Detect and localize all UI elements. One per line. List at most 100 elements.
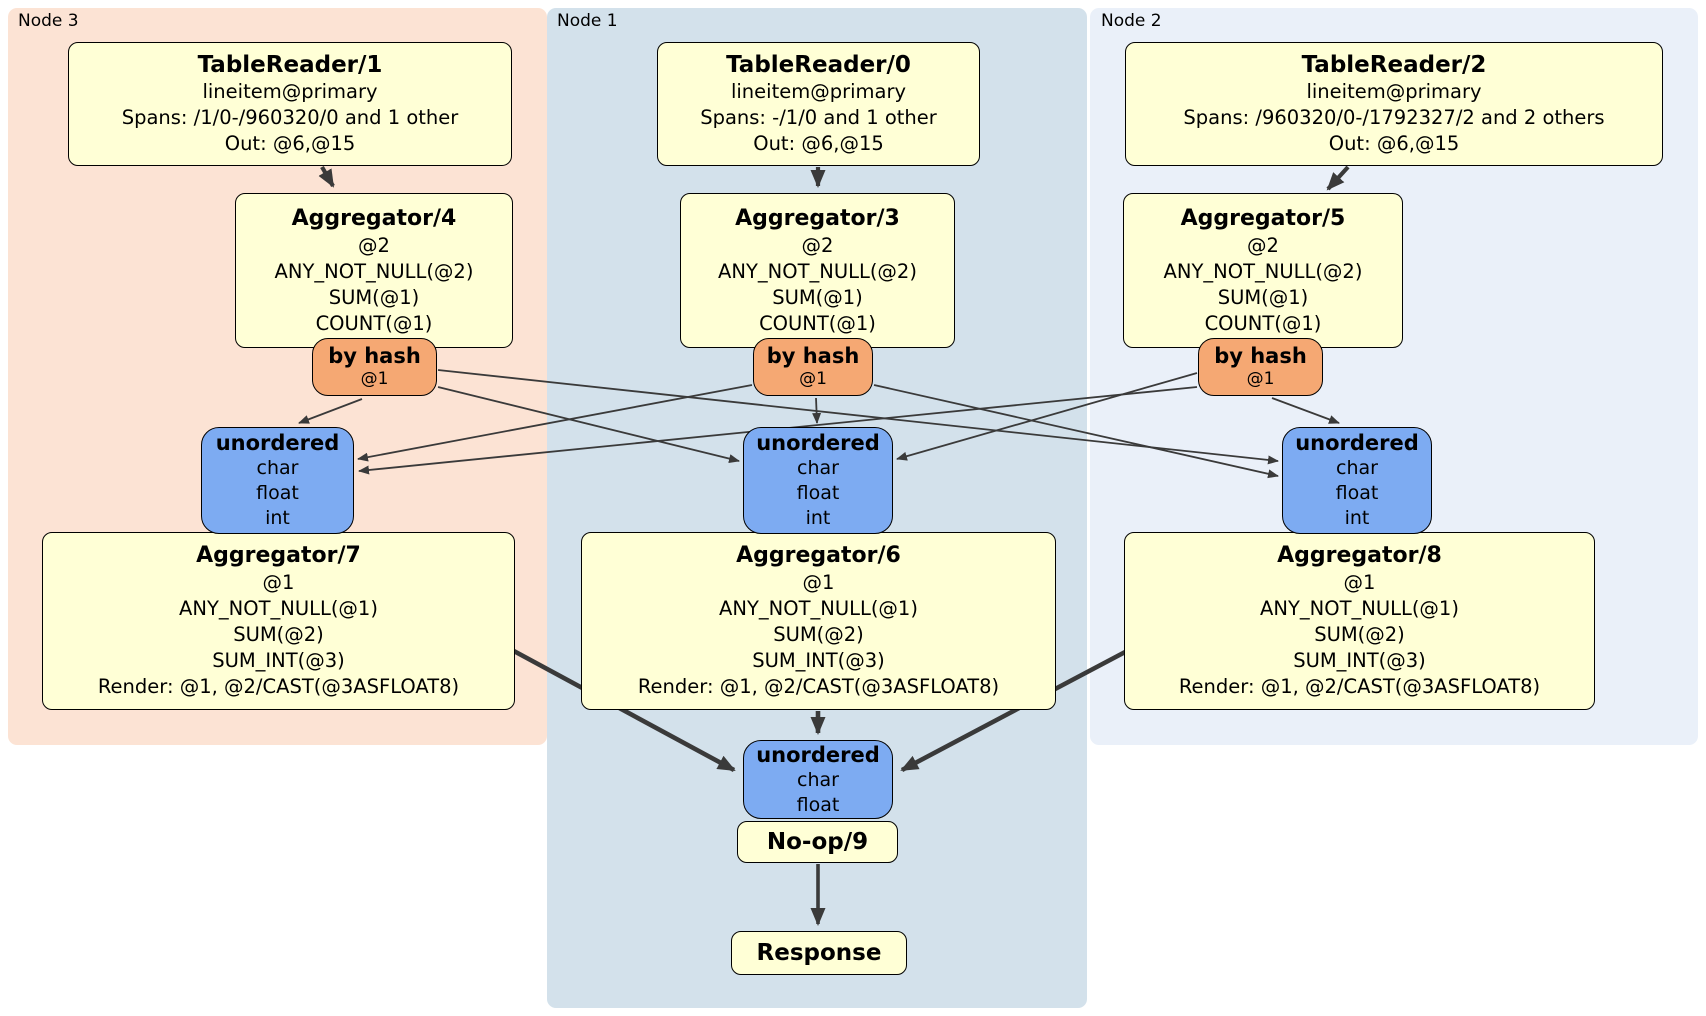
- unordered-sync-node2-title: unordered: [1295, 431, 1419, 455]
- aggregator-3-title: Aggregator/3: [735, 205, 900, 231]
- edge-byhash2-to-sync1: [896, 372, 1198, 461]
- byhash-router-node1-title: by hash: [766, 344, 860, 368]
- unordered-final-sync: unordered char float: [743, 740, 893, 819]
- aggregator-6-title: Aggregator/6: [736, 543, 901, 568]
- sync-col-type: float: [796, 793, 840, 816]
- aggregator-3-fn: ANY_NOT_NULL(@2): [718, 259, 917, 283]
- sync-col-type: int: [1344, 507, 1370, 529]
- edge-byhash3-to-sync1: [437, 386, 740, 463]
- unordered-sync-node3: unordered char float int: [201, 427, 354, 534]
- aggregator-5-fn: SUM(@1): [1217, 285, 1309, 309]
- aggregator-5-fn: COUNT(@1): [1204, 311, 1322, 335]
- tablereader-2-title: TableReader/2: [1301, 52, 1487, 78]
- aggregator-3-fn: SUM(@1): [772, 285, 863, 309]
- sync-col-type: int: [265, 507, 290, 529]
- aggregator-7-render: Render: @1, @2/CAST(@3ASFLOAT8): [97, 675, 460, 698]
- sync-col-type: float: [796, 482, 840, 504]
- edge-byhash3-to-sync2: [437, 369, 1279, 465]
- sync-col-type: char: [1336, 457, 1378, 479]
- response-box: Response: [731, 931, 907, 975]
- node2-label: Node 2: [1101, 11, 1162, 31]
- tablereader-1-title: TableReader/1: [197, 52, 383, 78]
- sync-col-type: float: [256, 482, 299, 504]
- aggregator-7: Aggregator/7 @1 ANY_NOT_NULL(@1) SUM(@2)…: [42, 532, 515, 710]
- aggregator-6-render: Render: @1, @2/CAST(@3ASFLOAT8): [637, 675, 1000, 698]
- aggregator-6-fn: ANY_NOT_NULL(@1): [719, 597, 918, 620]
- noop-processor: No-op/9: [737, 821, 898, 863]
- aggregator-3-fn: COUNT(@1): [759, 311, 876, 335]
- tablereader-0-out: Out: @6,@15: [753, 132, 884, 155]
- tablereader-1: TableReader/1 lineitem@primary Spans: /1…: [68, 42, 512, 166]
- byhash-router-node3: by hash @1: [312, 338, 437, 396]
- sync-col-type: int: [805, 507, 831, 529]
- aggregator-4-group: @2: [358, 233, 390, 257]
- unordered-sync-node1-title: unordered: [756, 431, 880, 455]
- unordered-sync-node1: unordered char float int: [743, 427, 893, 534]
- aggregator-4: Aggregator/4 @2 ANY_NOT_NULL(@2) SUM(@1)…: [235, 193, 513, 348]
- edge-aggregator8-to-final-sync: [900, 648, 1129, 773]
- byhash-router-node3-key: @1: [360, 369, 389, 389]
- aggregator-8: Aggregator/8 @1 ANY_NOT_NULL(@1) SUM(@2)…: [1124, 532, 1595, 710]
- tablereader-0-title: TableReader/0: [726, 52, 911, 78]
- unordered-final-sync-title: unordered: [756, 742, 880, 767]
- byhash-router-node2: by hash @1: [1198, 338, 1323, 396]
- aggregator-4-fn: COUNT(@1): [315, 311, 433, 335]
- tablereader-2-index: lineitem@primary: [1306, 80, 1482, 103]
- sync-col-type: float: [1335, 482, 1379, 504]
- aggregator-5-fn: ANY_NOT_NULL(@2): [1163, 259, 1363, 283]
- sync-col-type: char: [797, 768, 839, 791]
- edge-tablereader1-to-aggregator4: [318, 165, 335, 188]
- aggregator-3-group: @2: [801, 233, 834, 257]
- aggregator-7-fn: SUM_INT(@3): [212, 649, 345, 672]
- unordered-sync-node2: unordered char float int: [1282, 427, 1432, 534]
- tablereader-1-out: Out: @6,@15: [224, 132, 356, 155]
- aggregator-8-fn: SUM_INT(@3): [1293, 649, 1426, 672]
- aggregator-6-fn: SUM(@2): [773, 623, 864, 646]
- byhash-router-node1: by hash @1: [753, 338, 873, 396]
- aggregator-8-fn: ANY_NOT_NULL(@1): [1260, 597, 1459, 620]
- tablereader-0: TableReader/0 lineitem@primary Spans: -/…: [657, 42, 980, 166]
- byhash-router-node2-key: @1: [1246, 369, 1275, 389]
- byhash-router-node2-title: by hash: [1214, 344, 1307, 368]
- sync-col-type: char: [797, 457, 839, 479]
- aggregator-8-render: Render: @1, @2/CAST(@3ASFLOAT8): [1178, 675, 1541, 698]
- aggregator-4-fn: SUM(@1): [328, 285, 420, 309]
- noop-title: No-op/9: [766, 829, 869, 855]
- aggregator-5-title: Aggregator/5: [1180, 205, 1346, 231]
- response-title: Response: [756, 940, 882, 966]
- unordered-sync-node3-title: unordered: [215, 431, 340, 455]
- edge-aggregator7-to-final-sync: [510, 647, 736, 773]
- aggregator-8-title: Aggregator/8: [1277, 543, 1442, 568]
- tablereader-1-spans: Spans: /1/0-/960320/0 and 1 other: [121, 106, 459, 129]
- edge-byhash1-to-sync3: [357, 384, 753, 462]
- sync-col-type: char: [256, 457, 299, 479]
- edge-tablereader2-to-aggregator5: [1326, 165, 1350, 191]
- aggregator-5-group: @2: [1247, 233, 1279, 257]
- byhash-router-node1-key: @1: [799, 369, 827, 389]
- aggregator-6: Aggregator/6 @1 ANY_NOT_NULL(@1) SUM(@2)…: [581, 532, 1056, 710]
- aggregator-4-fn: ANY_NOT_NULL(@2): [274, 259, 474, 283]
- tablereader-2-spans: Spans: /960320/0-/1792327/2 and 2 others: [1183, 106, 1605, 129]
- aggregator-4-title: Aggregator/4: [291, 205, 457, 231]
- node3-label: Node 3: [18, 11, 79, 31]
- aggregator-6-fn: SUM_INT(@3): [752, 649, 885, 672]
- byhash-router-node3-title: by hash: [328, 344, 421, 368]
- aggregator-7-title: Aggregator/7: [196, 543, 361, 568]
- tablereader-1-index: lineitem@primary: [202, 80, 378, 103]
- tablereader-2: TableReader/2 lineitem@primary Spans: /9…: [1125, 42, 1663, 166]
- edge-byhash3-to-sync3: [298, 398, 363, 424]
- edge-byhash2-to-sync2: [1271, 397, 1340, 424]
- tablereader-0-index: lineitem@primary: [730, 80, 907, 103]
- edge-byhash1-to-sync1: [812, 397, 822, 424]
- aggregator-5: Aggregator/5 @2 ANY_NOT_NULL(@2) SUM(@1)…: [1123, 193, 1403, 348]
- aggregator-6-group: @1: [802, 571, 835, 594]
- aggregator-7-group: @1: [262, 571, 295, 594]
- node1-label: Node 1: [557, 11, 618, 31]
- edge-byhash1-to-sync2: [873, 384, 1279, 479]
- aggregator-8-fn: SUM(@2): [1314, 623, 1405, 646]
- aggregator-3: Aggregator/3 @2 ANY_NOT_NULL(@2) SUM(@1)…: [680, 193, 955, 348]
- aggregator-8-group: @1: [1343, 571, 1376, 594]
- aggregator-7-fn: ANY_NOT_NULL(@1): [179, 597, 378, 620]
- aggregator-7-fn: SUM(@2): [233, 623, 324, 646]
